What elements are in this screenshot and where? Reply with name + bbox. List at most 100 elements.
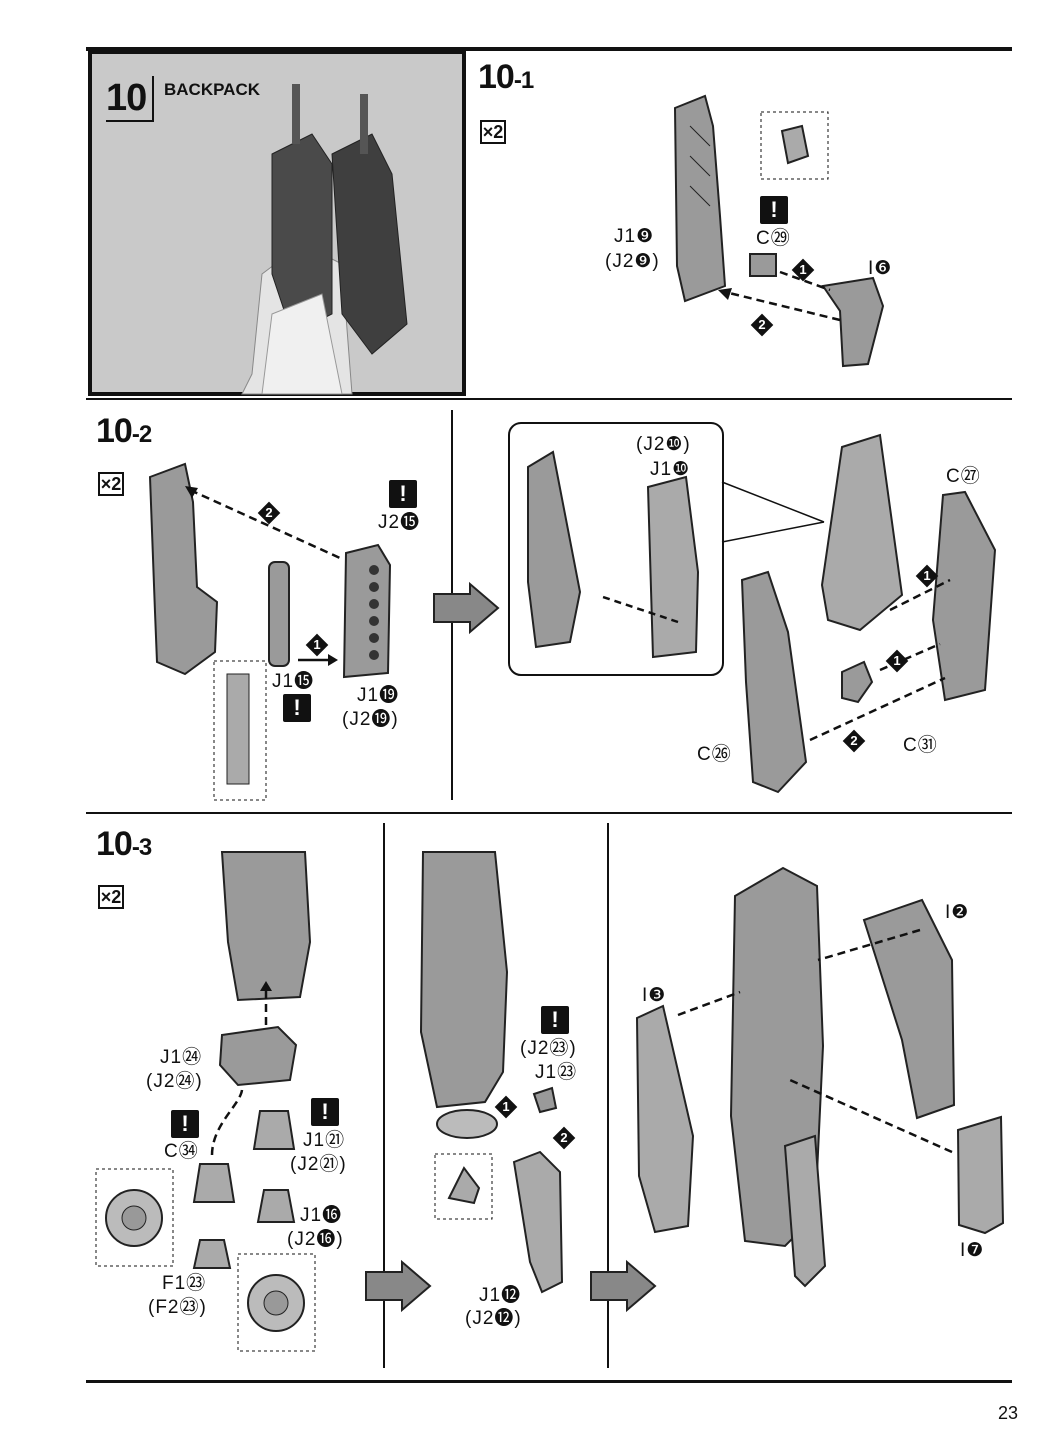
small-connector-part [268,561,290,667]
assembly-arrows-10-3b [677,928,953,1154]
small-block-part [749,253,777,277]
thruster-nozzle [252,1110,296,1150]
side-panel-i-2 [862,898,956,1120]
section-title-sub: -2 [131,421,152,448]
side-frame-c-27 [931,490,997,702]
clip-part-i-6 [821,276,885,368]
label-j1-12: J1⓬ [479,1285,522,1306]
order-marker: 2 [257,501,281,525]
quantity-badge: ×2 [98,885,124,909]
dashed-detail-inset [213,660,267,801]
flow-arrow [365,1259,432,1313]
label-j1-9: J1❾ [614,226,655,247]
label-c-26: C㉖ [697,744,732,765]
order-marker: 1 [915,564,939,588]
warning-icon: ! [541,1006,569,1034]
callout-inset-box [508,422,825,676]
warning-icon: ! [389,480,417,508]
step-number: 10 [106,76,154,122]
section-title-sub: -1 [513,67,534,94]
warning-icon: ! [760,196,788,224]
section-title-main: 10 [96,825,133,863]
thruster-nozzle [256,1189,296,1223]
label-j1-16: J1⓰ [300,1205,343,1226]
warning-icon: ! [311,1098,339,1126]
label-j2-21: (J2㉑) [290,1154,347,1175]
label-j2-15: J2⓯ [378,512,421,533]
section3-divider-b [607,823,609,1368]
plate-part-i-7 [956,1115,1005,1235]
hinge-part-c-31 [841,660,874,704]
rail-part-j1-9 [673,94,727,303]
assembly-arrows-10-2a [185,486,341,666]
label-j2-12: (J2⓬) [465,1308,522,1329]
backpack-render-illustration [241,84,408,395]
thruster-nozzle [192,1239,232,1269]
assembly-arrows-10-2b [809,578,951,742]
section3-divider-a [383,823,385,1368]
detail-inset-box [760,111,829,180]
nozzle-detail-inset [95,1168,174,1267]
thruster-base-j1-24 [218,1025,298,1087]
section2-bottom-rule [86,812,1012,814]
quantity-badge: ×2 [98,472,124,496]
section-title-sub: -3 [131,834,152,861]
section-title-main: 10 [478,58,515,96]
backpack-assembly-final [729,866,827,1288]
nozzle-detail-inset [237,1253,316,1352]
label-j2-9: (J2❾) [605,251,660,272]
backpack-assembly-mid [419,851,509,1139]
label-c-34: C㉞ [164,1141,199,1162]
order-marker: 1 [494,1095,518,1119]
label-j1-19: J1⓳ [357,685,400,706]
order-marker: 1 [791,258,815,282]
section-title-10-1: 10-1 [478,58,534,97]
clip-detail-inset [434,1153,493,1220]
order-marker: 1 [305,633,329,657]
label-c-29: C㉙ [756,228,791,249]
thruster-nozzle [192,1163,236,1203]
order-marker: 2 [552,1126,576,1150]
warning-icon: ! [171,1110,199,1138]
rail-part-10-2 [148,462,219,676]
label-j2-23: (J2㉓) [520,1038,577,1059]
label-j2-10: (J2❿) [636,434,691,455]
label-i-7: I❼ [960,1240,985,1261]
label-c-27: C㉗ [946,466,981,487]
label-c-31: C㉛ [903,735,938,756]
section-title-10-2: 10-2 [96,412,152,451]
assembly-arrows-10-3a [210,981,272,1156]
assembly-arrows-10-1 [718,270,841,322]
rocket-pod-j1-19 [342,543,392,679]
label-j1-23: J1㉓ [535,1062,578,1083]
quantity-badge: ×2 [480,120,506,144]
label-j1-21: J1㉑ [303,1130,346,1151]
label-j1-15: J1⓯ [272,671,315,692]
label-f2-23: (F2㉓) [148,1297,207,1318]
side-panel-i-3 [635,1004,695,1234]
arm-part-j1-12 [512,1150,564,1294]
knob-part-j1-23 [532,1086,558,1114]
label-j2-16: (J2⓰) [287,1229,344,1250]
warning-icon: ! [283,694,311,722]
label-f1-23: F1㉓ [162,1273,207,1294]
step-name: BACKPACK [164,80,261,99]
cover-part-large [820,433,904,632]
page-number: 23 [997,1403,1018,1423]
label-j2-19: (J2⓳) [342,709,399,730]
section1-bottom-rule [86,398,1012,400]
side-frame-c-26 [740,570,808,794]
order-marker: 2 [750,313,774,337]
section-title-main: 10 [96,412,133,450]
order-marker: 1 [885,649,909,673]
backpack-lower-frame [220,851,312,1002]
flow-arrow [590,1259,657,1313]
backpack-hero-panel: 10 BACKPACK [88,50,466,396]
label-i-6: I❻ [868,258,893,279]
flow-arrow [433,581,500,635]
bottom-rule [86,1380,1012,1383]
label-i-2: I❷ [945,902,970,923]
label-i-3: I❸ [642,985,667,1006]
top-rule [86,47,1012,51]
order-marker: 2 [842,729,866,753]
